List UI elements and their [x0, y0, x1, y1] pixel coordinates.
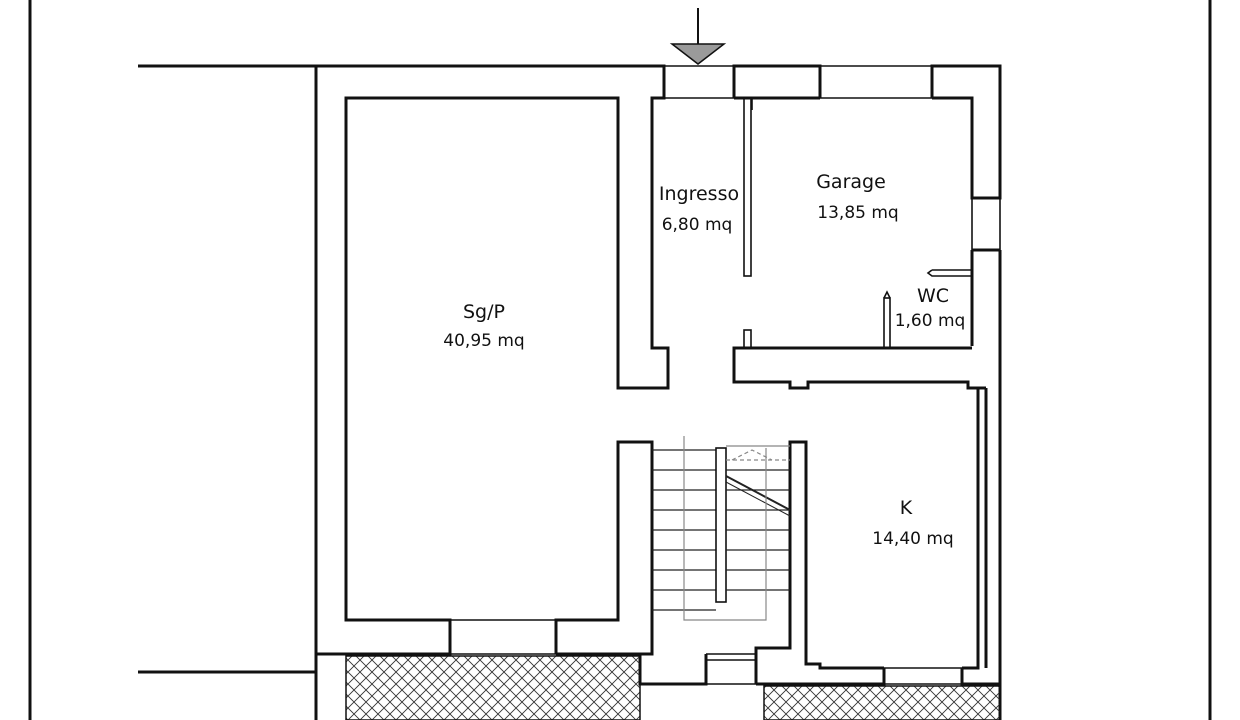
page-frame	[28, 0, 1212, 720]
room-name: Garage	[816, 171, 886, 193]
room-label-wc: WC 1,60 mq	[895, 285, 966, 331]
room-area: 14,40 mq	[872, 529, 953, 549]
terraces	[345, 655, 1001, 720]
room-name: K	[900, 497, 913, 519]
room-name: Ingresso	[659, 183, 739, 205]
room-area: 1,60 mq	[895, 311, 966, 331]
room-area: 40,95 mq	[443, 331, 524, 351]
interior-partitions	[743, 97, 973, 349]
exterior-walls	[314, 64, 1002, 720]
room-label-garage: Garage 13,85 mq	[816, 171, 899, 223]
room-area: 13,85 mq	[817, 203, 898, 223]
room-label-cucina: K 14,40 mq	[872, 497, 953, 549]
room-area: 6,80 mq	[662, 215, 733, 235]
entrance-arrow-icon	[669, 8, 727, 65]
room-label-ingresso: Ingresso 6,80 mq	[659, 183, 739, 235]
room-label-soggiorno: Sg/P 40,95 mq	[443, 301, 524, 351]
staircase	[652, 436, 791, 621]
room-name: Sg/P	[463, 301, 505, 323]
room-name: WC	[917, 285, 949, 307]
site-boundary	[138, 64, 316, 674]
